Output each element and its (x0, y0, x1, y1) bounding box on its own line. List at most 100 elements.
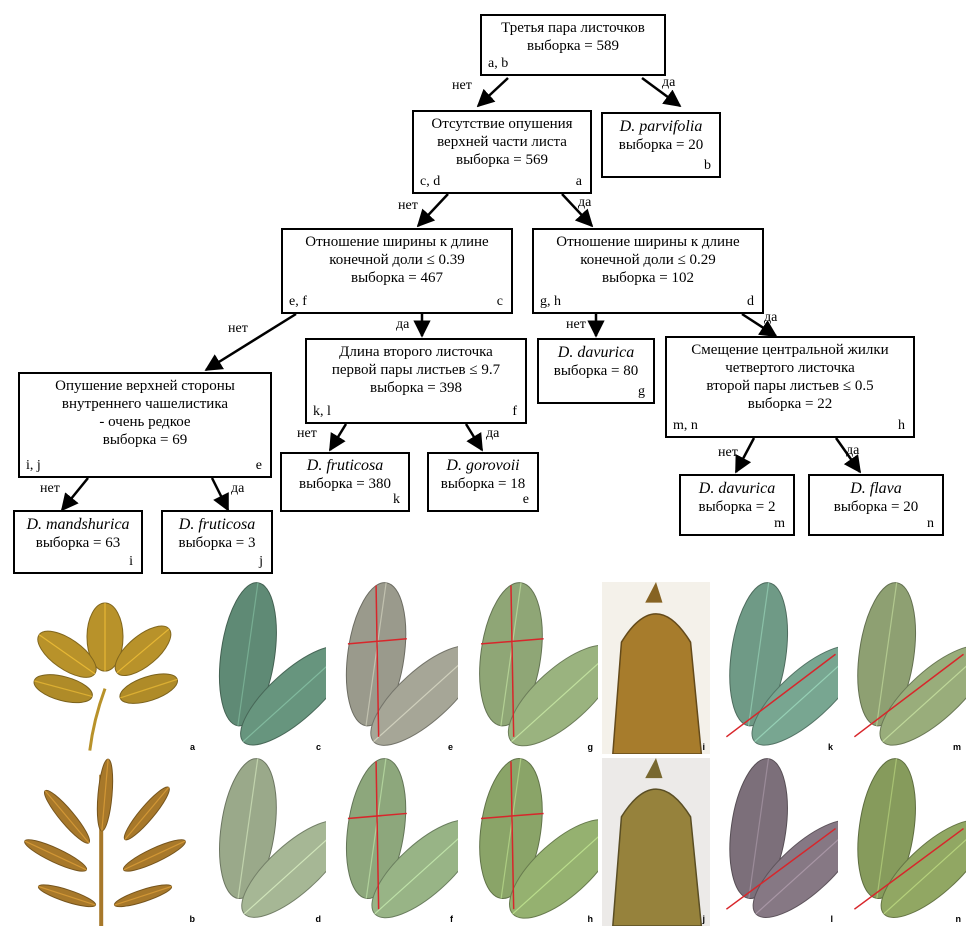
node-left-label: a, b (488, 57, 508, 71)
leaf-midrib (124, 841, 186, 870)
node-text: Опушение верхней стороны внутреннего чаш… (20, 377, 270, 449)
node-line: конечной доли ≤ 0.39 (283, 251, 511, 269)
node-right-label: g (638, 385, 645, 399)
specimen-drawing (10, 758, 200, 926)
node-text: Отношение ширины к длине конечной доли ≤… (283, 233, 511, 287)
edge-sepal-yes (212, 478, 228, 510)
edge-label-yes: да (846, 444, 859, 458)
specimen-photo-d: d (204, 758, 326, 926)
node-sample: выборка = 569 (414, 151, 590, 169)
node-line: - очень редкое (20, 413, 270, 431)
species-name: D. parvifolia (603, 118, 719, 136)
node-pubescence-absence: Отсутствие опушения верхней части листа … (412, 110, 592, 194)
photo-label: j (702, 914, 705, 924)
node-width-length-ratio-039: Отношение ширины к длине конечной доли ≤… (281, 228, 513, 314)
leaf-flava: D. flava выборка = 20 n (808, 474, 944, 536)
node-line: верхней части листа (414, 133, 590, 151)
decision-tree: нет да нет да нет да нет да нет да нет д… (0, 0, 969, 580)
specimen-photo-l: l (714, 758, 838, 926)
leaf-davurica-80: D. davurica выборка = 80 g (537, 338, 655, 404)
edge-length-no (330, 424, 346, 450)
specimen-drawing (204, 758, 326, 926)
node-text: D. flava выборка = 20 (810, 480, 942, 516)
node-right-label: k (393, 493, 400, 507)
specimen-photo-g: g (462, 582, 598, 754)
leaf-gorovoii: D. gorovoii выборка = 18 e (427, 452, 539, 512)
specimen-drawing (462, 582, 598, 754)
edge-ratio039-no (206, 314, 296, 370)
leaf-fruticosa-3: D. fruticosa выборка = 3 j (161, 510, 273, 574)
photo-label: a (190, 742, 195, 752)
leaf-fruticosa-380: D. fruticosa выборка = 380 k (280, 452, 410, 512)
node-line: конечной доли ≤ 0.29 (534, 251, 762, 269)
photo-label: i (702, 742, 705, 752)
node-text: Отсутствие опушения верхней части листа … (414, 115, 590, 169)
edge-label-no: нет (40, 482, 60, 496)
node-sample: выборка = 2 (681, 498, 793, 516)
node-line: четвертого листочка (667, 359, 913, 377)
node-right-label: h (898, 419, 905, 433)
node-right-label: n (927, 517, 934, 531)
node-right-label: e (523, 493, 529, 507)
photo-label: l (830, 914, 833, 924)
node-text: Третья пара листочков выборка = 589 (482, 19, 664, 55)
node-sample: выборка = 20 (810, 498, 942, 516)
specimen-photo-n: n (842, 758, 966, 926)
specimen-drawing (330, 582, 458, 754)
species-name: D. fruticosa (282, 457, 408, 475)
species-name: D. davurica (539, 344, 653, 362)
node-line: Отношение ширины к длине (283, 233, 511, 251)
edge-label-no: нет (452, 79, 472, 93)
specimen-drawing (602, 758, 710, 926)
species-name: D. gorovoii (429, 457, 537, 475)
photo-label: n (956, 914, 962, 924)
sepal-tip (645, 758, 662, 778)
specimen-photo-a: a (10, 582, 200, 754)
node-line: Смещение центральной жилки (667, 341, 913, 359)
node-sample: выборка = 69 (20, 431, 270, 449)
node-line: второй пары листьев ≤ 0.5 (667, 377, 913, 395)
node-right-label: m (774, 517, 785, 531)
node-text: D. davurica выборка = 2 (681, 480, 793, 516)
node-sample: выборка = 398 (307, 379, 525, 397)
specimen-drawing (714, 758, 838, 926)
node-width-length-ratio-029: Отношение ширины к длине конечной доли ≤… (532, 228, 764, 314)
specimen-photo-e: e (330, 582, 458, 754)
node-text: Отношение ширины к длине конечной доли ≤… (534, 233, 762, 287)
leaf-midrib (45, 791, 89, 843)
edge-label-no: нет (297, 427, 317, 441)
species-name: D. davurica (681, 480, 793, 498)
edge-shift-no (736, 438, 754, 472)
specimen-photo-f: f (330, 758, 458, 926)
specimen-photo-b: b (10, 758, 200, 926)
photo-label: g (588, 742, 594, 752)
node-sample: выборка = 3 (163, 534, 271, 552)
specimen-drawing (10, 582, 200, 754)
node-sample: выборка = 80 (539, 362, 653, 380)
node-left-label: c, d (420, 175, 440, 189)
specimen-drawing (462, 758, 598, 926)
node-left-label: k, l (313, 405, 331, 419)
node-sample: выборка = 380 (282, 475, 408, 493)
species-name: D. flava (810, 480, 942, 498)
node-sample: выборка = 589 (482, 37, 664, 55)
specimen-photo-m: m (842, 582, 966, 754)
node-text: D. gorovoii выборка = 18 (429, 457, 537, 493)
node-second-leaflet-length: Длина второго листочка первой пары листь… (305, 338, 527, 424)
specimen-drawing (330, 758, 458, 926)
edge-label-no: нет (228, 322, 248, 336)
specimen-photo-j: j (602, 758, 710, 926)
node-sample: выборка = 20 (603, 136, 719, 154)
leaf-parvifolia: D. parvifolia выборка = 20 b (601, 112, 721, 178)
node-sample: выборка = 102 (534, 269, 762, 287)
node-line: Отсутствие опушения (414, 115, 590, 133)
edge-label-yes: да (578, 196, 591, 210)
node-line: Отношение ширины к длине (534, 233, 762, 251)
node-line: первой пары листьев ≤ 9.7 (307, 361, 525, 379)
specimen-photo-c: c (204, 582, 326, 754)
node-right-label: c (497, 295, 503, 309)
node-text: Смещение центральной жилки четвертого ли… (667, 341, 913, 413)
photo-label: b (190, 914, 196, 924)
edge-label-yes: да (231, 482, 244, 496)
edge-root-no (478, 78, 508, 106)
